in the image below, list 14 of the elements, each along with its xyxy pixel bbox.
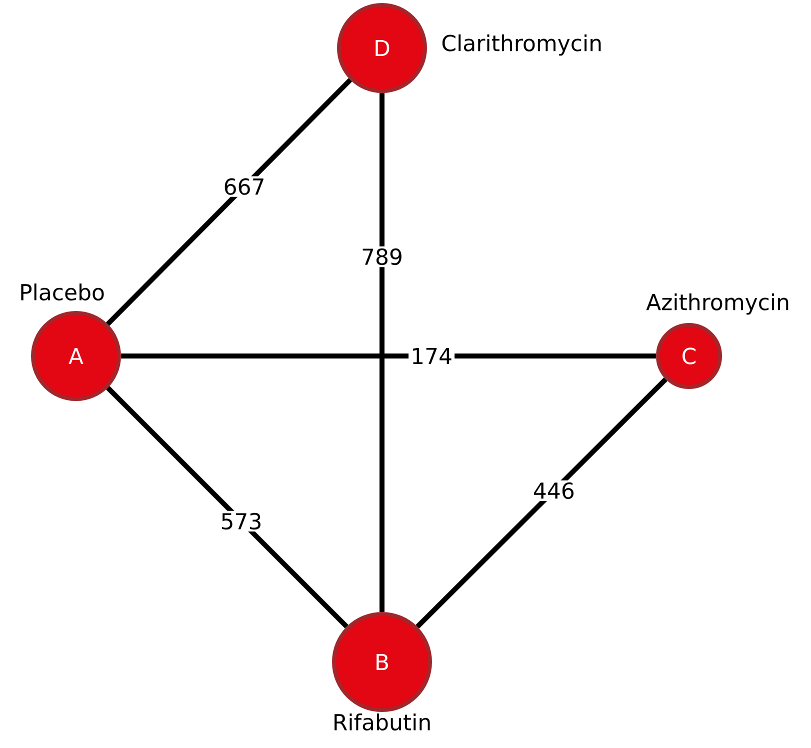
node-label: Azithromycin: [646, 293, 788, 315]
connector-line: [380, 93, 384, 612]
node-label: Rifabutin: [334, 713, 430, 731]
connector-line: [121, 354, 656, 358]
node-label: Clarithromycin: [442, 34, 601, 56]
connector-line: [106, 386, 348, 628]
edge-label: 789: [359, 246, 405, 268]
edge-label: 667: [221, 176, 268, 197]
edge-label: 573: [218, 510, 264, 532]
edge-label: 174: [408, 346, 455, 366]
connector-line: [416, 378, 668, 628]
node-label: Placebo: [21, 283, 104, 300]
edge-label: 446: [530, 480, 577, 501]
connector-line: [106, 78, 352, 326]
